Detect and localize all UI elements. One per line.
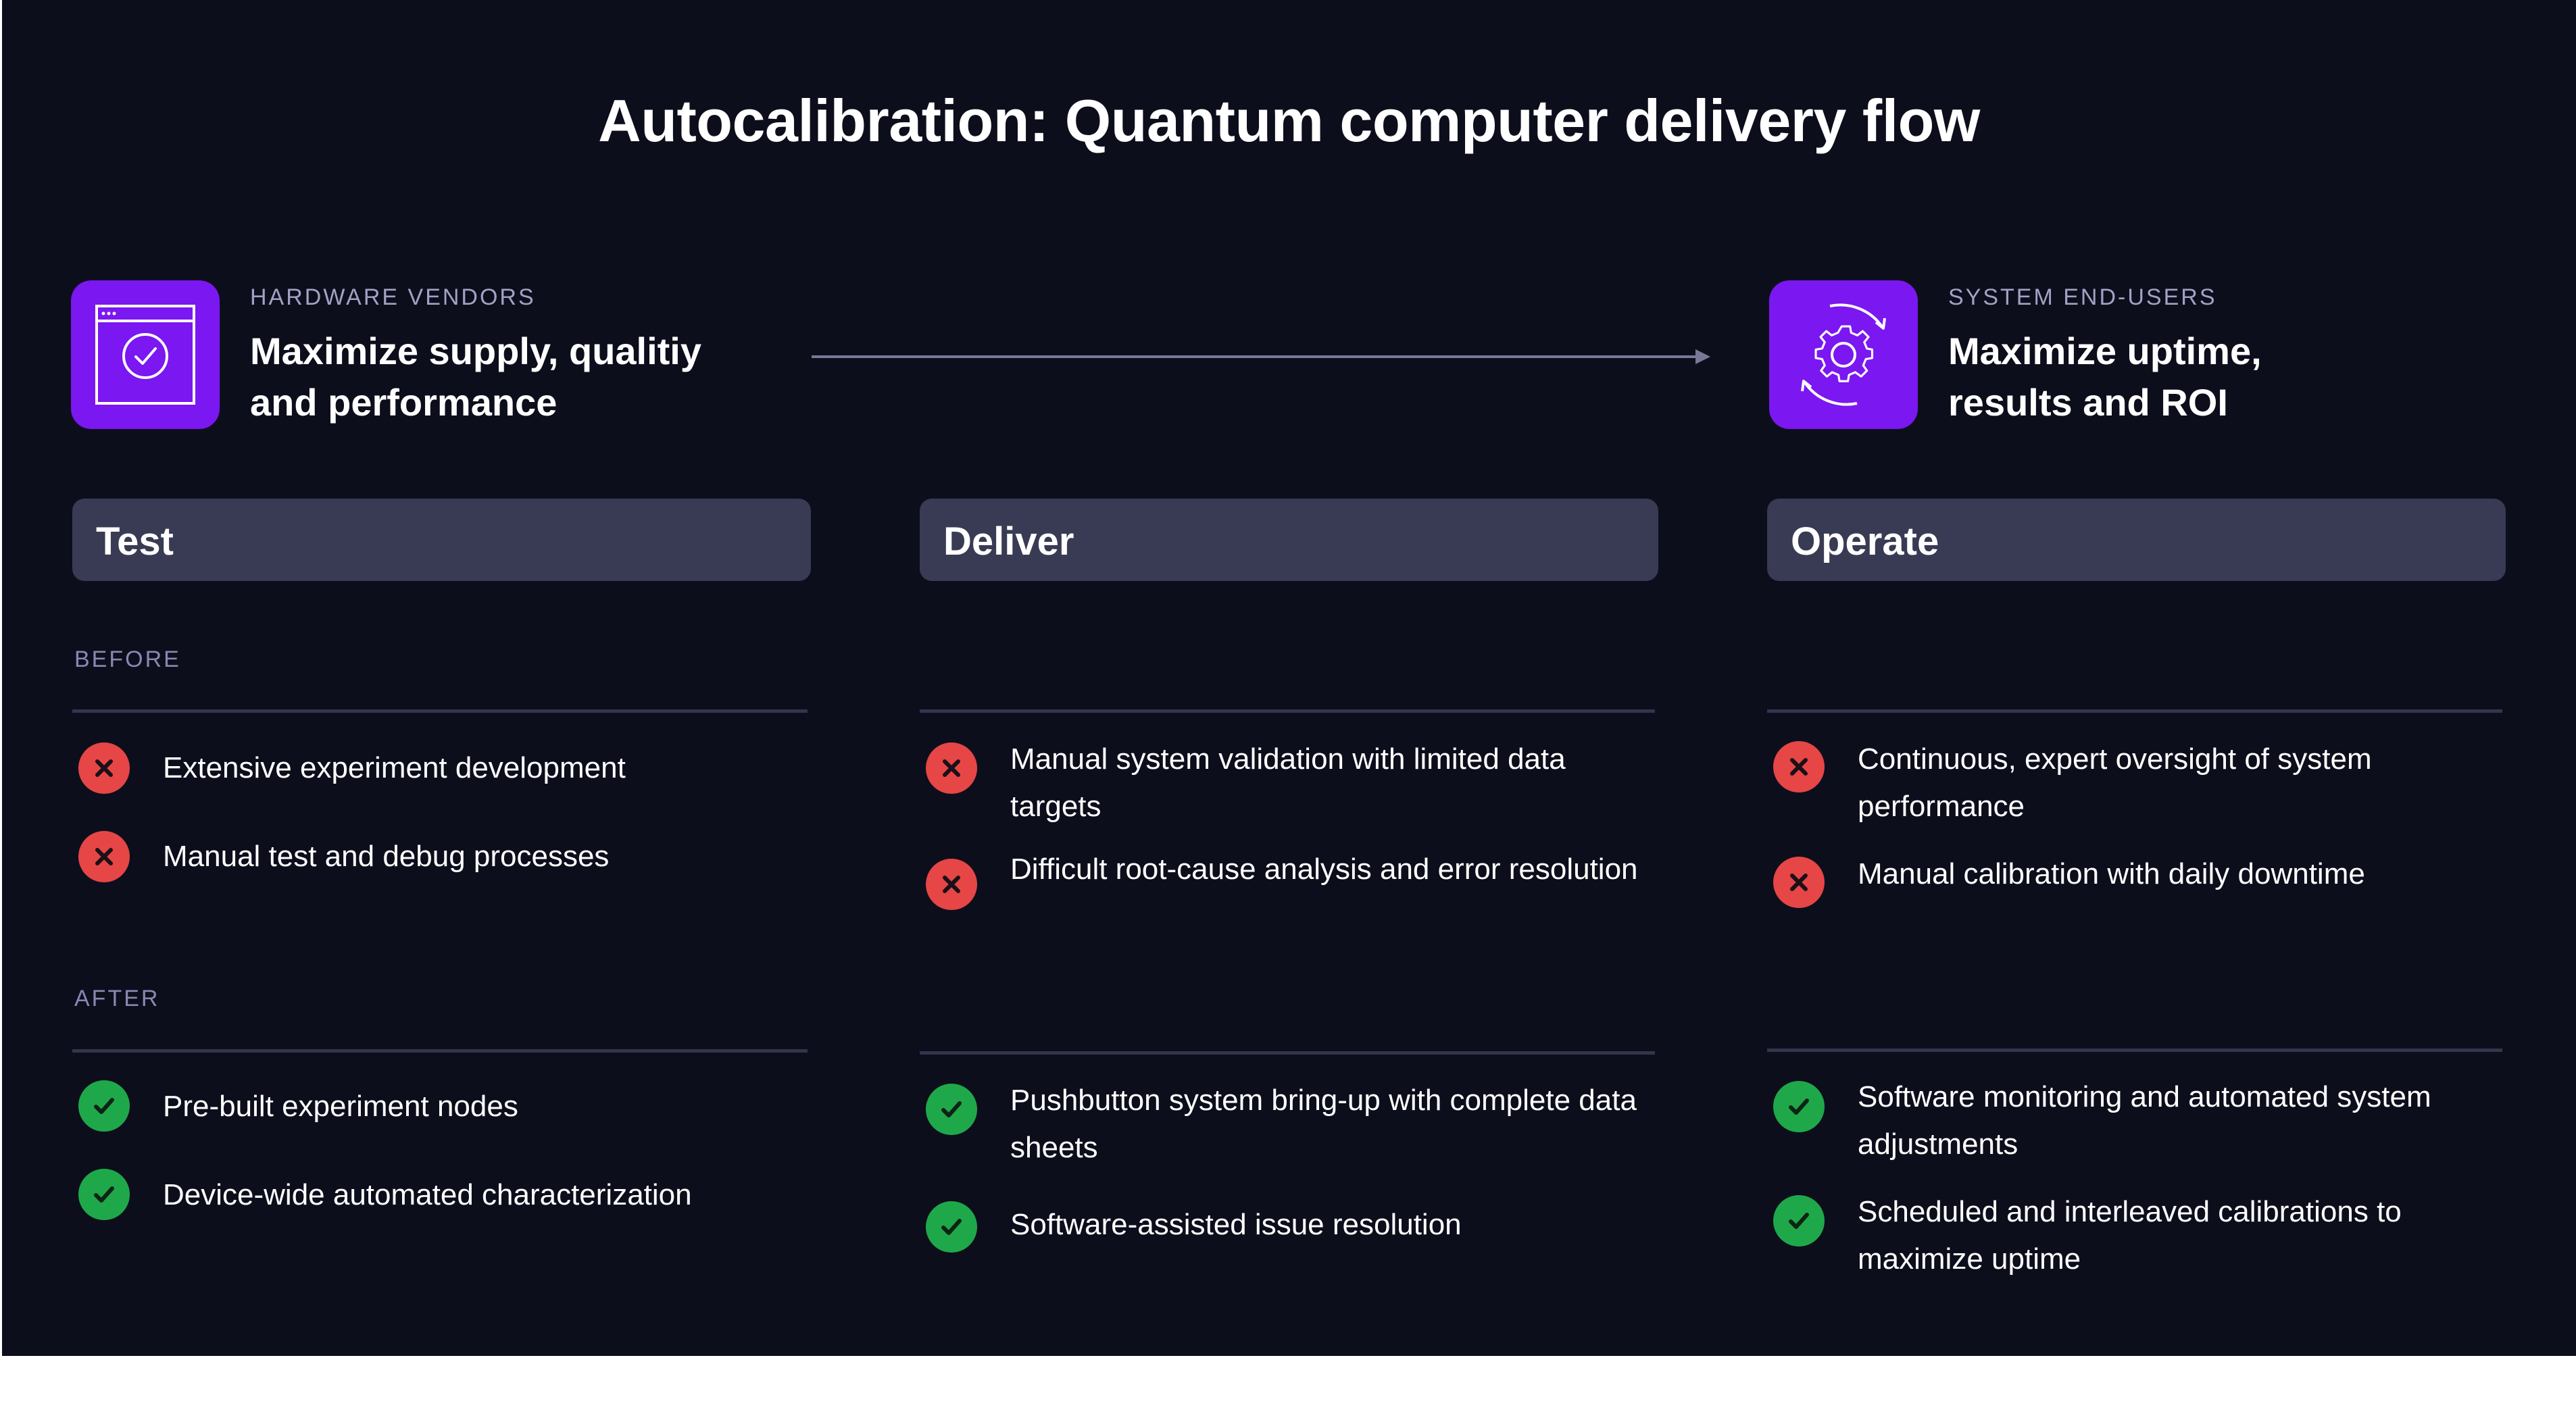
check-circle-icon xyxy=(78,1169,130,1220)
item-text: Software-assisted issue resolution xyxy=(1010,1208,1462,1241)
diagram-canvas: Autocalibration: Quantum computer delive… xyxy=(2,0,2576,1356)
vendors-goal-line2: and performance xyxy=(250,381,558,424)
item-text: Device-wide automated characterization xyxy=(163,1178,692,1211)
vendors-kicker: HARDWARE VENDORS xyxy=(250,284,536,310)
phase-operate: Operate xyxy=(1767,499,2506,581)
item-text: Manual system validation with limited da… xyxy=(1010,742,1566,823)
x-circle-icon xyxy=(926,742,977,794)
item-text: Software monitoring and automated system… xyxy=(1858,1080,2431,1161)
divider xyxy=(920,1051,1655,1055)
phase-label: Deliver xyxy=(943,520,1074,563)
phase-label: Test xyxy=(96,520,174,563)
divider xyxy=(920,709,1655,713)
phase-deliver: Deliver xyxy=(920,499,1658,581)
item-text: Manual calibration with daily downtime xyxy=(1858,857,2365,890)
item-text: Difficult root-cause analysis and error … xyxy=(1010,853,1638,886)
phase-label: Operate xyxy=(1791,520,1939,563)
users-kicker: SYSTEM END-USERS xyxy=(1948,284,2217,310)
divider xyxy=(1767,1049,2502,1052)
x-circle-icon xyxy=(78,831,130,882)
divider xyxy=(72,1049,808,1053)
check-circle-icon xyxy=(926,1201,977,1253)
x-circle-icon xyxy=(1773,741,1825,792)
item-text: Continuous, expert oversight of system p… xyxy=(1858,742,2372,823)
x-circle-icon xyxy=(926,859,977,910)
browser-check-icon xyxy=(71,280,220,429)
item-text: Extensive experiment development xyxy=(163,751,626,784)
phase-test: Test xyxy=(72,499,811,581)
x-circle-icon xyxy=(78,742,130,794)
users-goal-line2: results and ROI xyxy=(1948,381,2228,424)
section-label-after: AFTER xyxy=(74,986,160,1011)
check-circle-icon xyxy=(1773,1081,1825,1132)
divider xyxy=(72,709,808,713)
page-title: Autocalibration: Quantum computer delive… xyxy=(598,87,1980,154)
item-text: Manual test and debug processes xyxy=(163,840,610,873)
x-circle-icon xyxy=(1773,857,1825,908)
users-header: SYSTEM END-USERS Maximize uptime, result… xyxy=(1769,280,2445,429)
item-text: Pre-built experiment nodes xyxy=(163,1090,518,1123)
users-goal-line1: Maximize uptime, xyxy=(1948,330,2262,372)
section-label-before: BEFORE xyxy=(74,647,181,672)
vendors-header: HARDWARE VENDORS Maximize supply, qualit… xyxy=(71,280,747,429)
gear-cycle-icon xyxy=(1769,280,1918,429)
check-circle-icon xyxy=(926,1084,977,1135)
flow-arrow-icon xyxy=(812,349,1710,364)
divider xyxy=(1767,709,2502,713)
item-text: Pushbutton system bring-up with complete… xyxy=(1010,1084,1637,1164)
check-circle-icon xyxy=(78,1080,130,1132)
item-text: Scheduled and interleaved calibrations t… xyxy=(1858,1195,2402,1276)
vendors-goal-line1: Maximize supply, qualitiy xyxy=(250,330,702,372)
check-circle-icon xyxy=(1773,1195,1825,1246)
